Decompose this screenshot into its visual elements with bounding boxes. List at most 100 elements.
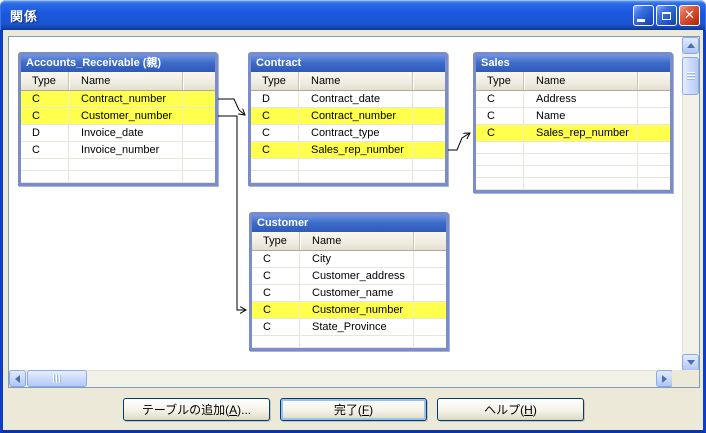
row-type bbox=[252, 336, 300, 347]
scrollbar-corner bbox=[672, 370, 699, 387]
table-column-header: Type Name bbox=[476, 72, 670, 91]
row-extra bbox=[413, 91, 445, 107]
row-type bbox=[21, 171, 69, 182]
window-titlebar[interactable]: 関係 ✕ bbox=[0, 0, 706, 30]
row-name: Customer_number bbox=[69, 108, 183, 124]
scroll-up-button[interactable] bbox=[682, 37, 699, 54]
add-table-button[interactable]: テーブルの追加(A)... bbox=[123, 398, 270, 421]
row-name: Address bbox=[524, 91, 638, 107]
table-row-empty bbox=[476, 178, 670, 190]
horizontal-scrollbar-thumb[interactable] bbox=[27, 370, 87, 387]
table-titlebar[interactable]: Accounts_Receivable (親) bbox=[21, 55, 215, 72]
window-controls: ✕ bbox=[633, 5, 700, 26]
row-name: Sales_rep_number bbox=[299, 142, 413, 158]
horizontal-scrollbar[interactable] bbox=[9, 370, 673, 387]
row-name: Contract_number bbox=[299, 108, 413, 124]
table-titlebar[interactable]: Sales bbox=[476, 55, 670, 72]
vertical-scrollbar[interactable] bbox=[682, 37, 699, 371]
row-type: C bbox=[21, 91, 69, 107]
thumb-grip-icon bbox=[687, 72, 695, 81]
row-type: C bbox=[251, 125, 299, 141]
table-column-header: Type Name bbox=[251, 72, 445, 91]
row-type: C bbox=[21, 108, 69, 124]
row-type bbox=[476, 166, 524, 177]
column-header-type: Type bbox=[251, 72, 299, 90]
row-type: C bbox=[252, 319, 300, 335]
row-extra bbox=[413, 108, 445, 124]
row-name: Invoice_number bbox=[69, 142, 183, 158]
scroll-right-button[interactable] bbox=[656, 370, 673, 387]
finish-button[interactable]: 完了(F) bbox=[280, 398, 427, 421]
close-icon: ✕ bbox=[684, 8, 695, 23]
row-name: Customer_name bbox=[300, 285, 414, 301]
scroll-down-button[interactable] bbox=[682, 354, 699, 371]
maximize-button[interactable] bbox=[656, 5, 677, 26]
table-titlebar[interactable]: Contract bbox=[251, 55, 445, 72]
row-type: C bbox=[476, 108, 524, 124]
row-name: Customer_address bbox=[300, 268, 414, 284]
minimize-button[interactable] bbox=[633, 5, 654, 26]
row-type bbox=[476, 142, 524, 153]
row-type: D bbox=[21, 125, 69, 141]
table-row-empty bbox=[476, 166, 670, 178]
table-row-empty bbox=[21, 171, 215, 183]
help-button[interactable]: ヘルプ(H) bbox=[437, 398, 584, 421]
window-title: 関係 bbox=[10, 9, 39, 24]
row-name: Contract_number bbox=[69, 91, 183, 107]
column-header-name: Name bbox=[299, 72, 413, 90]
row-extra bbox=[638, 166, 670, 177]
arrow-left-icon bbox=[15, 374, 20, 383]
column-header-extra bbox=[638, 72, 670, 90]
row-type bbox=[476, 154, 524, 165]
row-extra bbox=[183, 159, 215, 170]
row-name bbox=[299, 159, 413, 170]
arrow-down-icon bbox=[686, 360, 695, 365]
row-type: D bbox=[251, 91, 299, 107]
vertical-scrollbar-thumb[interactable] bbox=[682, 57, 699, 95]
scroll-left-button[interactable] bbox=[9, 370, 26, 387]
close-button[interactable]: ✕ bbox=[679, 5, 700, 26]
column-header-extra bbox=[413, 72, 445, 90]
row-extra bbox=[638, 178, 670, 189]
button-accesskey: H bbox=[524, 403, 533, 417]
row-name bbox=[69, 171, 183, 182]
row-extra bbox=[414, 302, 446, 318]
connector-sales-rep-number bbox=[448, 133, 470, 151]
button-label: ヘルプ( bbox=[484, 403, 525, 417]
thumb-grip-icon bbox=[53, 375, 62, 383]
button-label: ) bbox=[369, 403, 374, 417]
row-type bbox=[476, 178, 524, 189]
row-name: Name bbox=[524, 108, 638, 124]
row-type: C bbox=[252, 285, 300, 301]
table-titlebar[interactable]: Customer bbox=[252, 215, 446, 232]
row-extra bbox=[183, 142, 215, 158]
button-label: )... bbox=[237, 403, 252, 417]
row-name: Contract_type bbox=[299, 125, 413, 141]
row-extra bbox=[414, 251, 446, 267]
column-header-name: Name bbox=[69, 72, 183, 90]
row-name bbox=[524, 142, 638, 153]
arrow-right-icon bbox=[662, 374, 667, 383]
